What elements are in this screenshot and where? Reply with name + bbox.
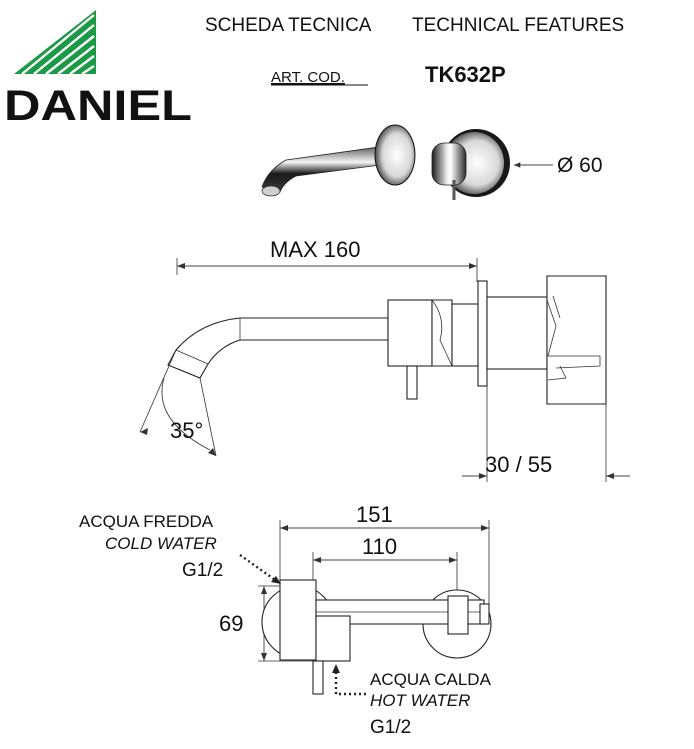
wall-range-label: 30 / 55 — [485, 452, 552, 477]
hot-water-en: HOT WATER — [370, 691, 470, 710]
cold-water-arrow — [239, 554, 279, 583]
hot-water-it: ACQUA CALDA — [370, 670, 492, 689]
daniel-logo: DANIEL — [4, 10, 192, 130]
top-view: 151 110 69 — [219, 502, 492, 695]
diameter-label: Ø 60 — [557, 154, 603, 177]
angle-label: 35° — [170, 418, 203, 443]
art-code-label: ART. COD. — [271, 69, 345, 86]
product-render — [261, 124, 510, 200]
height-label: 69 — [219, 611, 243, 636]
hot-water-arrow — [334, 668, 366, 696]
logo-stripes-icon — [14, 10, 96, 75]
overall-width-label: 151 — [356, 502, 393, 527]
title-it: SCHEDA TECNICA — [205, 15, 372, 36]
hot-water-callout: ACQUA CALDA HOT WATER G1/2 — [332, 664, 492, 738]
cold-water-en: COLD WATER — [105, 534, 217, 553]
cold-water-it: ACQUA FREDDA — [79, 512, 214, 531]
inner-width-label: 110 — [362, 534, 397, 559]
art-code: TK632P — [425, 62, 506, 87]
hot-water-thread: G1/2 — [370, 717, 411, 738]
cold-water-thread: G1/2 — [182, 560, 223, 581]
title-en: TECHNICAL FEATURES — [412, 15, 624, 36]
max-length-label: MAX 160 — [270, 237, 361, 262]
cold-water-callout: ACQUA FREDDA COLD WATER G1/2 — [79, 512, 281, 584]
brand-name: DANIEL — [4, 82, 192, 130]
side-view: MAX 160 35° 30 / 55 — [139, 237, 630, 482]
